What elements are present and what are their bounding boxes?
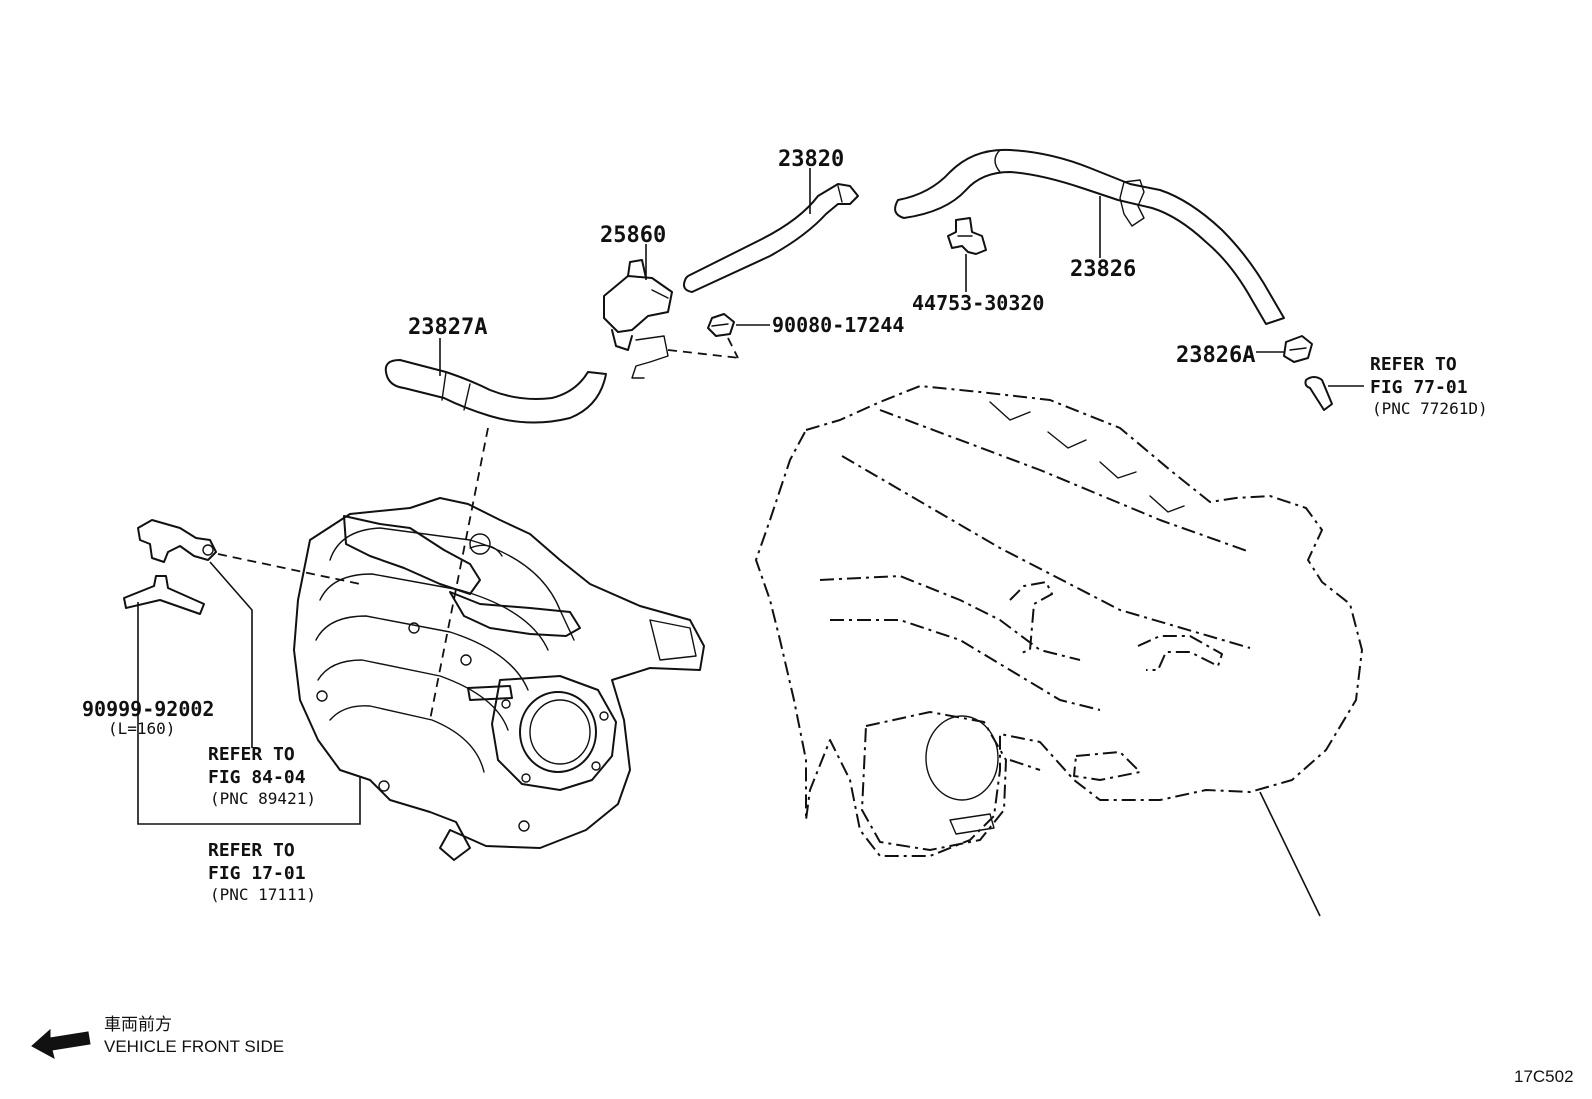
label-23820: 23820 <box>778 147 844 172</box>
hose-90999 <box>123 575 205 615</box>
vehicle-front-legend: 車両前方 VEHICLE FRONT SIDE <box>31 1015 284 1059</box>
hose-23820 <box>683 183 859 293</box>
leader-fig84 <box>209 561 253 748</box>
label-44753: 44753-30320 <box>912 291 1044 315</box>
label-25860: 25860 <box>600 223 666 248</box>
label-90080: 90080-17244 <box>772 313 904 337</box>
legend-en: VEHICLE FRONT SIDE <box>104 1037 284 1056</box>
ref-fig17-line1: REFER TO <box>208 840 295 861</box>
leader-engine <box>1259 791 1321 917</box>
label-90999: 90999-92002 <box>82 697 214 721</box>
ref-fig77: REFER TO FIG 77-01 (PNC 77261D) <box>1370 354 1488 418</box>
ref-fig84-line2: FIG 84-04 <box>208 767 306 788</box>
label-23827a: 23827A <box>408 315 487 340</box>
hose-23826 <box>894 148 1285 325</box>
plug-23826a <box>1283 335 1313 363</box>
intake-manifold <box>293 497 705 861</box>
vsv-25860 <box>603 259 673 379</box>
dash-90080 <box>727 337 739 359</box>
label-23826a: 23826A <box>1176 343 1255 368</box>
ref-fig17-line3: (PNC 17111) <box>210 885 316 904</box>
ref-fig84: REFER TO FIG 84-04 (PNC 89421) <box>208 744 316 808</box>
hose-23827a <box>384 359 607 424</box>
ref-fig84-line1: REFER TO <box>208 744 295 765</box>
ref-fig84-line3: (PNC 89421) <box>210 789 316 808</box>
clamp-44753 <box>947 217 987 255</box>
legend-jp: 車両前方 <box>104 1015 172 1034</box>
label-23826: 23826 <box>1070 257 1136 282</box>
dash-sensor-manifold <box>217 553 361 585</box>
label-90999-length: (L=160) <box>108 719 175 738</box>
grommet-90080 <box>707 313 735 337</box>
engine-phantom <box>755 385 1363 857</box>
front-arrow-icon <box>31 1028 91 1059</box>
ref-fig17-line2: FIG 17-01 <box>208 863 306 884</box>
dash-23827a-manifold <box>429 427 489 721</box>
figure-code: 17C502 <box>1514 1067 1574 1086</box>
dash-25860-bolt <box>667 349 741 359</box>
pressure-sensor <box>137 519 217 563</box>
ref-fig77-line2: FIG 77-01 <box>1370 377 1468 398</box>
ref-fig77-line1: REFER TO <box>1370 354 1457 375</box>
pipe-fig77 <box>1304 376 1333 411</box>
leader-90999-bracket <box>137 602 361 825</box>
ref-fig17: REFER TO FIG 17-01 (PNC 17111) <box>208 840 316 904</box>
ref-fig77-line3: (PNC 77261D) <box>1372 399 1488 418</box>
